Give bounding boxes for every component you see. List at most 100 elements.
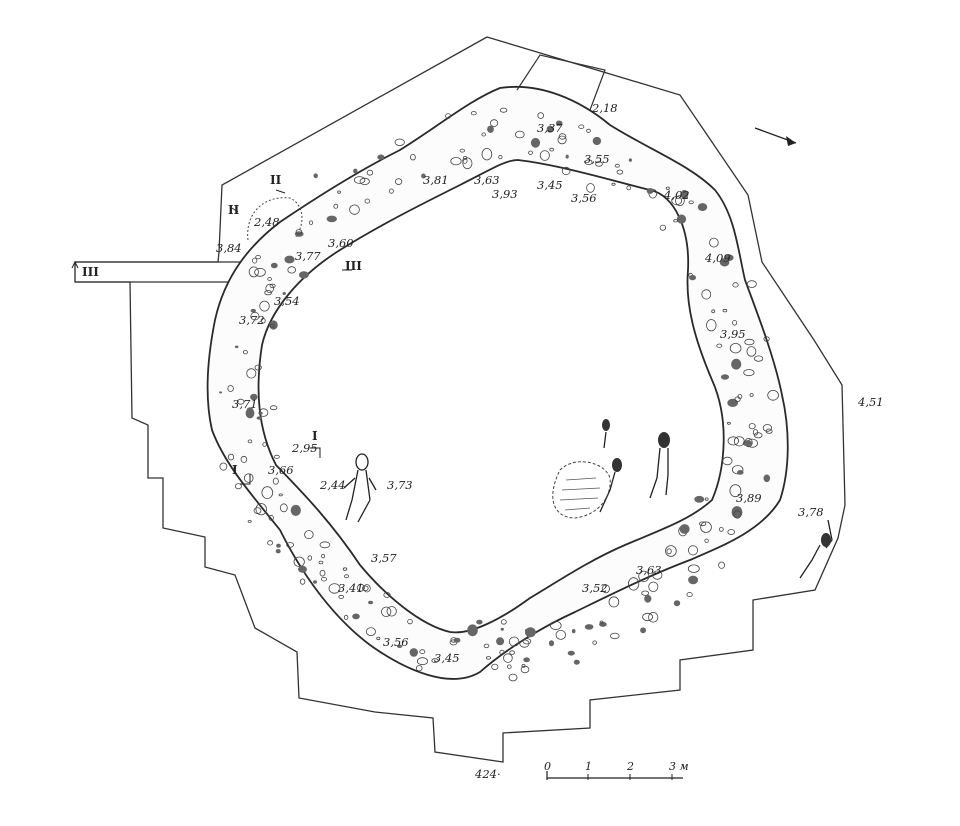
elev-label: 2,18 bbox=[591, 101, 618, 115]
stone bbox=[268, 514, 274, 521]
stone bbox=[313, 580, 317, 584]
stone bbox=[279, 503, 288, 513]
stone bbox=[259, 300, 270, 312]
elev-label: 4,02 bbox=[663, 188, 690, 202]
section-markers bbox=[71, 189, 352, 485]
stone bbox=[407, 618, 413, 625]
stone bbox=[376, 636, 381, 641]
stone bbox=[483, 643, 490, 649]
stone bbox=[383, 592, 391, 598]
elev-label: 3,84 bbox=[216, 241, 242, 255]
stone bbox=[255, 255, 261, 260]
stone bbox=[753, 432, 763, 439]
stone bbox=[646, 188, 654, 194]
stone bbox=[467, 624, 478, 637]
elev-label: 3,41 bbox=[338, 581, 364, 595]
stone bbox=[722, 456, 733, 466]
stone bbox=[673, 219, 678, 223]
elev-label: 3,72 bbox=[239, 313, 265, 327]
stone bbox=[394, 138, 405, 146]
stone bbox=[416, 657, 428, 666]
stone bbox=[558, 133, 567, 140]
elev-label: 3,63 bbox=[636, 563, 662, 577]
stone bbox=[298, 565, 307, 573]
stone bbox=[506, 664, 512, 669]
stone bbox=[555, 120, 563, 126]
stone bbox=[245, 408, 255, 419]
stone bbox=[254, 364, 262, 371]
elev-label: 2,95 bbox=[291, 441, 318, 455]
stone bbox=[261, 486, 274, 499]
stone bbox=[752, 429, 759, 436]
stone bbox=[246, 368, 257, 379]
stone bbox=[742, 440, 753, 447]
stone bbox=[573, 659, 580, 665]
stone bbox=[724, 254, 734, 261]
stone bbox=[313, 173, 318, 179]
stone bbox=[644, 594, 652, 603]
stone bbox=[319, 541, 331, 549]
stone bbox=[726, 421, 731, 425]
stone bbox=[421, 173, 426, 179]
stone bbox=[278, 493, 283, 497]
stone bbox=[537, 112, 544, 119]
stone bbox=[748, 423, 756, 430]
stone bbox=[496, 637, 505, 646]
burial-figure-right bbox=[599, 419, 670, 513]
stone bbox=[718, 527, 724, 532]
stone bbox=[680, 189, 689, 199]
stone bbox=[694, 495, 705, 503]
stone bbox=[450, 157, 462, 166]
stone bbox=[499, 649, 505, 656]
stone bbox=[462, 157, 473, 170]
stone bbox=[722, 308, 728, 313]
stone bbox=[250, 393, 258, 401]
stone bbox=[729, 484, 742, 498]
stone bbox=[720, 374, 730, 380]
stone bbox=[290, 504, 301, 516]
stone bbox=[528, 150, 533, 155]
burial-figure-left bbox=[343, 453, 377, 523]
stone bbox=[415, 665, 423, 672]
stone bbox=[498, 155, 503, 160]
stone bbox=[270, 262, 278, 269]
stone bbox=[508, 636, 520, 647]
stone bbox=[485, 656, 492, 660]
stone bbox=[626, 185, 631, 191]
stone bbox=[338, 594, 345, 599]
hatched-pit bbox=[552, 461, 611, 519]
stone bbox=[500, 619, 507, 625]
stone bbox=[592, 640, 597, 645]
elev-label: 3,89 bbox=[736, 491, 762, 505]
stone bbox=[381, 606, 392, 618]
stone bbox=[565, 154, 569, 159]
stone bbox=[746, 346, 757, 357]
stone bbox=[567, 650, 575, 656]
stone bbox=[243, 473, 254, 483]
stone bbox=[328, 583, 341, 594]
stone bbox=[276, 543, 281, 548]
stone bbox=[523, 657, 530, 663]
stone bbox=[343, 614, 349, 620]
stone bbox=[269, 323, 275, 328]
stone bbox=[272, 477, 279, 485]
stone bbox=[521, 664, 526, 668]
stone bbox=[718, 561, 725, 569]
stone bbox=[700, 521, 712, 533]
stone bbox=[260, 318, 266, 324]
elev-label: 3,93 bbox=[492, 187, 518, 201]
elev-label: 3,66 bbox=[268, 463, 294, 477]
stone bbox=[250, 312, 260, 321]
stone bbox=[234, 345, 239, 349]
stone bbox=[258, 408, 269, 417]
stone bbox=[419, 649, 426, 655]
stone bbox=[304, 530, 314, 540]
stone bbox=[337, 190, 342, 194]
scale-bar: 0 1 2 3 м bbox=[544, 760, 689, 780]
stone bbox=[584, 159, 593, 166]
stone bbox=[737, 470, 744, 475]
stone bbox=[353, 176, 366, 184]
wall-figure-east bbox=[799, 519, 833, 579]
stone bbox=[706, 319, 717, 332]
elev-label: 3,71 bbox=[232, 397, 258, 411]
